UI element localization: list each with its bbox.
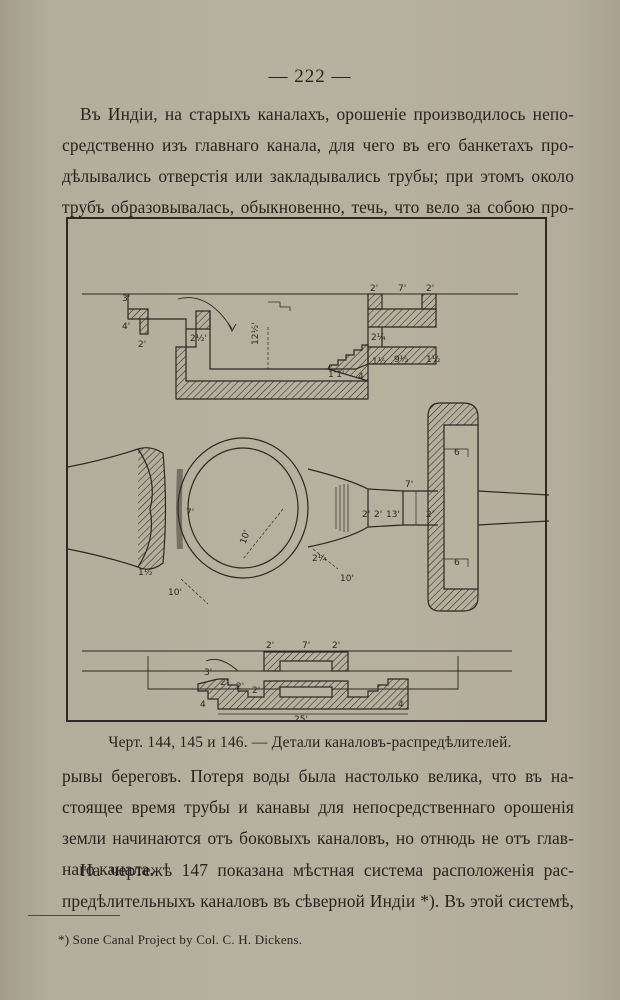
dimension-label: 9½: [394, 355, 409, 365]
dimension-label: 2': [370, 284, 378, 294]
dimension-label: 1½: [426, 355, 441, 365]
dimension-label: 3': [122, 294, 130, 304]
text-line: Въ Индіи, на старыхъ каналахъ, орошеніе …: [80, 104, 574, 124]
dimension-label: 1½: [138, 568, 153, 578]
figure-caption: Черт. 144, 145 и 146. — Детали каналовъ-…: [108, 734, 512, 751]
dimension-label: 2': [362, 510, 370, 520]
dimension-label: 7': [405, 480, 413, 490]
dimension-label: 1½: [372, 357, 387, 367]
plan-view-middle: [68, 402, 549, 612]
dimension-label: 7': [186, 508, 194, 518]
text-line: средственно изъ главнаго канала, для чег…: [62, 135, 574, 155]
paragraph-1: Въ Индіи, на старыхъ каналахъ, орошеніе …: [62, 99, 574, 223]
text-line: рывы береговъ. Потеря воды была настольк…: [62, 766, 574, 786]
section-view-bottom: [82, 650, 512, 715]
dimension-label: 2': [266, 641, 274, 651]
dimension-label: 4: [398, 700, 404, 710]
text-line: дѣлывались отверстія или закладывались т…: [62, 166, 574, 186]
dimension-label: 2': [252, 686, 260, 696]
text-line: земли начинаются отъ боковыхъ каналовъ, …: [62, 828, 574, 848]
dimension-label: 4': [122, 322, 130, 332]
dimension-label: 2': [426, 510, 434, 520]
dimension-label: 10': [168, 588, 182, 598]
dimension-label: 2': [138, 340, 146, 350]
dimension-label: 2': [374, 510, 382, 520]
dimension-label: 2¼: [371, 333, 386, 343]
footnote-divider: [28, 915, 120, 916]
section-view-top: [82, 293, 518, 400]
text-line: предѣлительныхъ каналовъ въ сѣверной Инд…: [62, 891, 574, 911]
dimension-label: 25': [294, 715, 308, 724]
paragraph-3: На чертежѣ 147 показана мѣстная система …: [62, 855, 574, 917]
footnote: *) Sone Canal Project by Col. C. H. Dick…: [58, 932, 303, 947]
dimension-label: 2½': [190, 334, 207, 344]
dimension-label: 6: [454, 558, 460, 568]
page-number: — 222 —: [268, 66, 352, 87]
text-line: стоящее время трубы и канавы для непосре…: [62, 797, 574, 817]
text-line: На чертежѣ 147 показана мѣстная система …: [80, 860, 574, 880]
dimension-label: 10': [239, 529, 253, 546]
dimension-label: 10': [340, 574, 354, 584]
text-line: трубъ образовывалась, обыкновенно, течь,…: [62, 197, 574, 217]
dimension-label: 2': [220, 678, 228, 688]
dimension-label: 1'1': [328, 370, 344, 380]
dimension-label: 12½': [251, 322, 261, 345]
dimension-label: 3': [204, 668, 212, 678]
dimension-labels: 3' 4' 2' 2½' 12½' 2' 7' 2' 2¼ 9½ 1½ 1'1'…: [122, 284, 460, 724]
paragraph-2: рывы береговъ. Потеря воды была настольк…: [62, 761, 574, 885]
dimension-label: 4: [200, 700, 206, 710]
dimension-label: 2¼: [312, 554, 327, 564]
dimension-label: 2': [332, 641, 340, 651]
dimension-label: 7': [302, 641, 310, 651]
dimension-label: 13': [386, 510, 400, 520]
dimension-label: 2': [236, 682, 244, 692]
text-line: наго канала.: [62, 859, 154, 879]
dimension-label: 7': [398, 284, 406, 294]
dimension-label: 2': [426, 284, 434, 294]
engineering-drawing: 3' 4' 2' 2½' 12½' 2' 7' 2' 2¼ 9½ 1½ 1'1'…: [68, 284, 549, 724]
dimension-label: 6: [454, 448, 460, 458]
canal-drawing-figure: 3' 4' 2' 2½' 12½' 2' 7' 2' 2¼ 9½ 1½ 1'1'…: [66, 217, 549, 724]
dimension-label: 4: [358, 372, 364, 382]
